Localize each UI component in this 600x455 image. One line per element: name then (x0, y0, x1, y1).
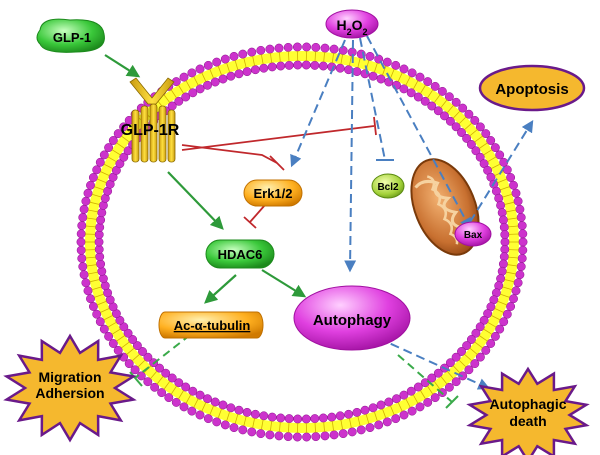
arrow-h2o2-to-erk (290, 39, 346, 168)
migration-label: Migration (39, 369, 102, 385)
apoptosis-node: Apoptosis (478, 64, 586, 112)
glp1-node: GLP-1 (36, 18, 105, 53)
arrow-receptor-to-hdac6 (167, 171, 224, 230)
autophagy-node: Autophagy (293, 285, 411, 351)
mitochondrion-icon (410, 158, 480, 256)
h2o2-effect-arrows (290, 35, 534, 390)
adhersion-label: Adhersion (35, 385, 104, 401)
apoptosis-label: Apoptosis (495, 81, 568, 98)
bax-label: Bax (464, 230, 483, 241)
ac-tubulin-node: Ac-α-tubulin (158, 311, 264, 339)
inhibit-receptor-to-erk (181, 144, 278, 164)
inhibition-lines (181, 116, 377, 229)
erk-label: Erk1/2 (253, 186, 292, 201)
arrow-glp1-to-receptor (104, 54, 141, 78)
ac-tubulin-label: Ac-α-tubulin (174, 318, 251, 333)
arrow-h2o2-to-bax (366, 35, 472, 231)
bcl2-label: Bcl2 (377, 182, 399, 193)
autophagic-death-burst: Autophagic death (466, 366, 590, 455)
migration-burst: Migration Adhersion (3, 333, 137, 443)
hdac6-label: HDAC6 (218, 247, 263, 262)
autophagy-label: Autophagy (313, 312, 392, 329)
hdac6-node: HDAC6 (205, 239, 275, 269)
outcome-inhibit-lines (134, 334, 453, 403)
receptor-icon (129, 77, 176, 163)
inhibit-erk-to-hdac6 (249, 204, 266, 223)
inhibit-receptor-to-h2o2-path (181, 125, 375, 151)
bax-node: Bax (454, 221, 492, 247)
arrow-bax-to-apoptosis (469, 119, 534, 223)
arrow-hdac6-to-tubulin (204, 274, 237, 304)
arrow-h2o2-to-autophagy (344, 39, 357, 273)
inhibit-tubulin-to-migration (134, 334, 191, 379)
h2o2-node: H2O2 (325, 9, 379, 39)
activation-arrows (104, 54, 307, 304)
h2o2-label: H2O2 (336, 17, 367, 37)
inhibit-autophagy-to-death (397, 354, 453, 403)
autophagic-label: Autophagic (490, 396, 567, 412)
arrow-hdac6-to-autophagy (261, 269, 307, 298)
bcl2-node: Bcl2 (371, 173, 405, 199)
death-label: death (509, 413, 546, 429)
glp1r-label: GLP-1R (121, 122, 180, 139)
glp1-label: GLP-1 (53, 30, 91, 45)
erk-node: Erk1/2 (243, 179, 303, 207)
arrow-autophagy-to-death (377, 337, 491, 390)
inhibit-h2o2-to-bcl2 (359, 37, 386, 161)
